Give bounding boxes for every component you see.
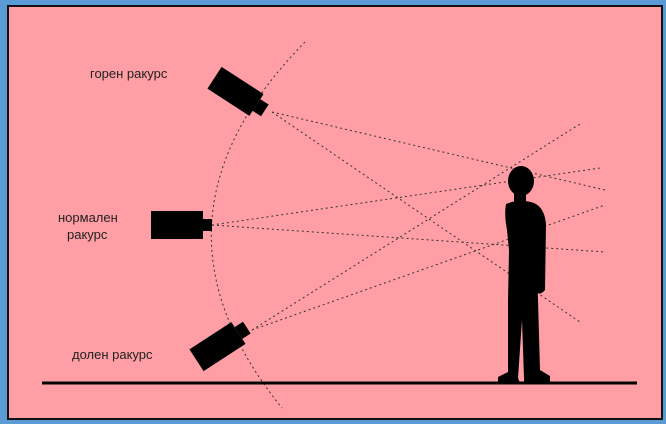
person-silhouette — [498, 166, 550, 383]
normal-camera-icon — [151, 211, 212, 239]
normal-angle-label-line1: нормален — [58, 210, 118, 226]
normal-camera-sightlines — [212, 168, 605, 252]
normal-angle-label-line2: ракурс — [67, 227, 107, 243]
top-angle-label: горен ракурс — [90, 66, 167, 82]
bottom-angle-label: долен ракурс — [72, 347, 153, 363]
top-camera-sightlines — [272, 112, 605, 322]
top-camera-icon — [207, 67, 271, 121]
bottom-camera-icon — [189, 317, 253, 371]
bottom-camera-sightlines — [252, 124, 605, 330]
